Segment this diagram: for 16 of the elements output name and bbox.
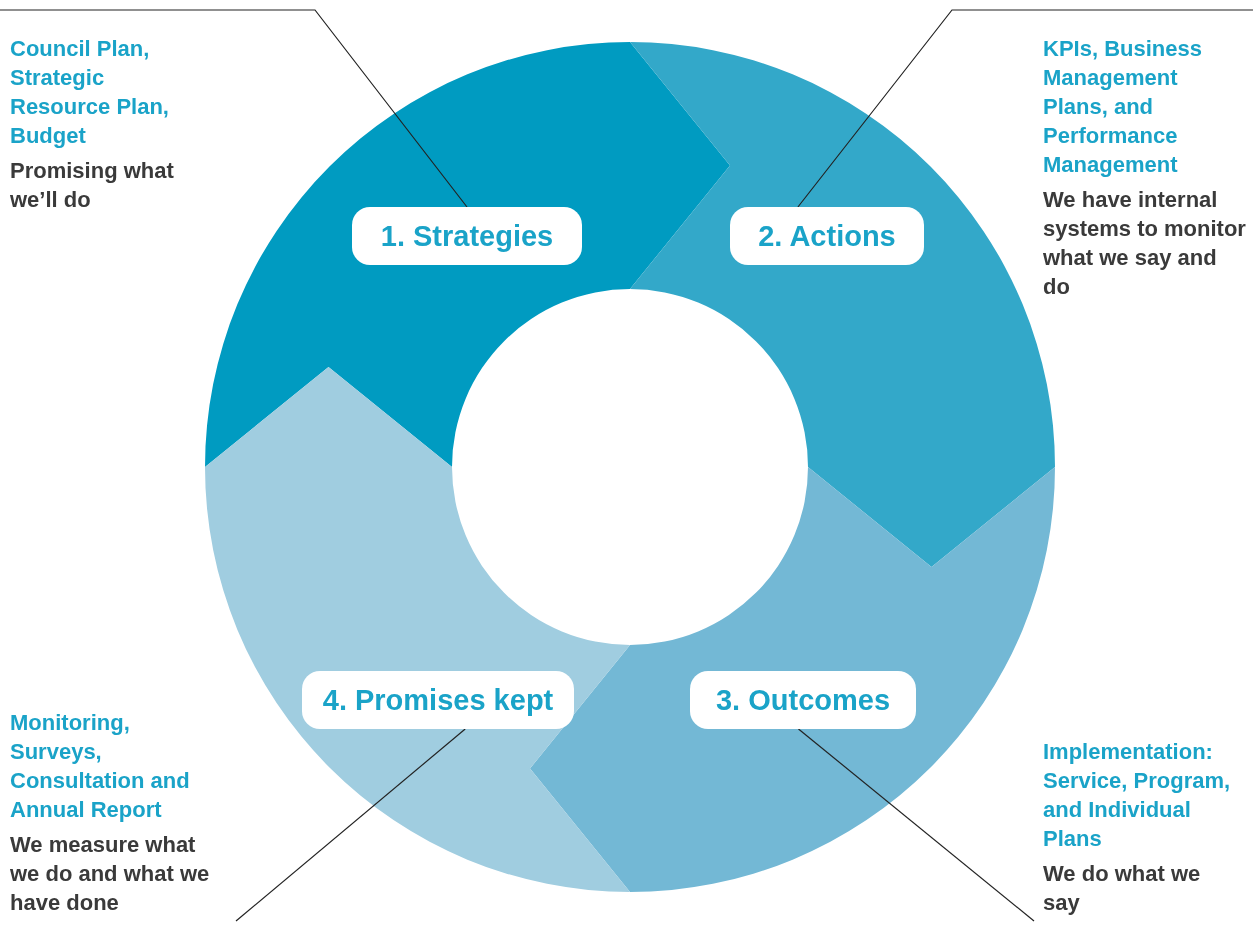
description-text: We do what we say: [1043, 860, 1202, 917]
leader-line: [235, 728, 466, 922]
stage-label: 3. Outcomes: [690, 671, 916, 729]
description-text: We measure what we do and what we have done: [10, 831, 211, 917]
leader-line: [0, 9, 468, 208]
heading-text: Monitoring, Surveys, Consultation and Annual Report: [10, 709, 191, 824]
heading-text: Council Plan, Strategic Resource Plan, Budget: [10, 35, 170, 150]
heading-text: KPIs, Business Management Plans, and Performance Management: [1043, 35, 1203, 179]
description-text: Promising what we’ll do: [10, 157, 175, 214]
stage-label: 1. Strategies: [352, 207, 582, 265]
leader-line: [797, 9, 1253, 208]
stage-label: 4. Promises kept: [302, 671, 574, 729]
stage-label: 2. Actions: [730, 207, 924, 265]
heading-text: Implementation: Service, Program, and Individual Plans: [1043, 738, 1232, 853]
leader-line: [797, 728, 1035, 922]
description-text: We have internal systems to monitor what we say and do: [1043, 186, 1247, 301]
